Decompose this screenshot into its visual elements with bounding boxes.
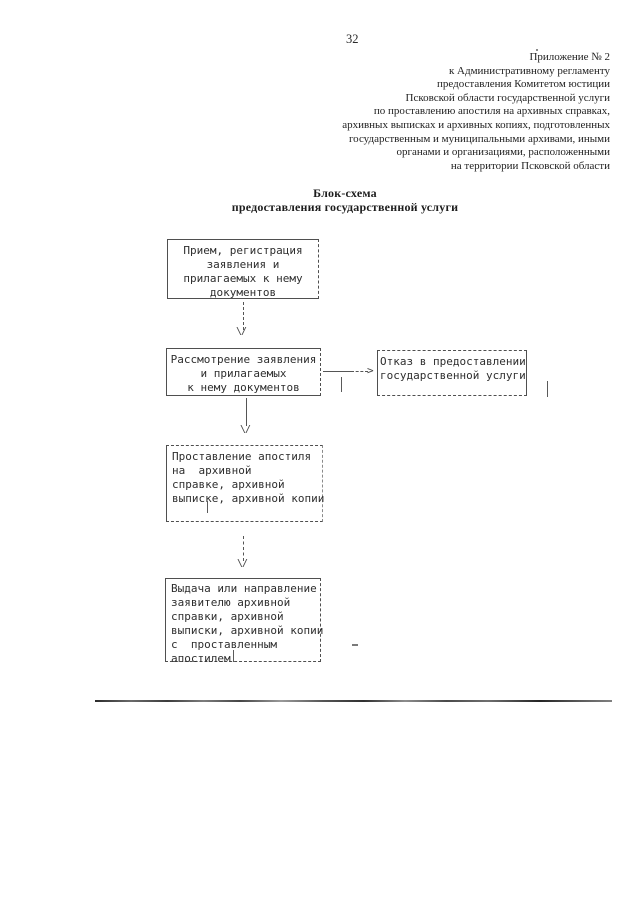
flow-box-apostille-text: Проставление апостиля на архивной справк… <box>172 450 325 505</box>
scan-artifact-pipe <box>547 381 548 397</box>
scan-artifact-speck <box>536 49 538 51</box>
flow-box-apostille: Проставление апостиля на архивной справк… <box>166 445 325 522</box>
arrow-right-line-dashed <box>351 371 368 372</box>
page-number: 32 <box>346 32 359 46</box>
flow-box-issue: Выдача или направление заявителю архивно… <box>165 578 323 665</box>
flow-box-refusal: Отказ в предоставлении государственной у… <box>377 350 527 396</box>
appendix-header: Приложение № 2 к Административному регла… <box>342 51 610 172</box>
arrow-down-1-head: \/ <box>236 326 247 337</box>
arrow-down-1-line <box>243 302 244 330</box>
scan-artifact-dash <box>352 644 358 646</box>
document-title: Блок-схема предоставления государственно… <box>231 186 459 214</box>
flow-box-reception: Прием, регистрация заявления и прилагаем… <box>167 239 319 299</box>
flow-box-issue-text: Выдача или направление заявителю архивно… <box>171 582 324 665</box>
scan-artifact-pipe <box>341 377 342 392</box>
flow-box-refusal-text: Отказ в предоставлении государственной у… <box>380 355 526 382</box>
arrow-down-2-line <box>246 398 247 426</box>
scan-artifact-pipe <box>233 650 234 662</box>
flow-box-reception-text: Прием, регистрация заявления и прилагаем… <box>183 244 303 299</box>
bottom-rule <box>95 700 612 702</box>
arrow-down-3-line <box>243 536 244 561</box>
arrow-right-line-solid <box>323 371 351 372</box>
arrow-down-3-head: \/ <box>237 558 248 569</box>
arrow-down-2-head: \/ <box>240 424 251 435</box>
flow-box-review-text: Рассмотрение заявления и прилагаемых к н… <box>170 353 317 394</box>
arrow-right-head: > <box>367 364 374 377</box>
flow-box-review: Рассмотрение заявления и прилагаемых к н… <box>166 348 321 396</box>
scan-artifact-pipe <box>207 501 208 513</box>
